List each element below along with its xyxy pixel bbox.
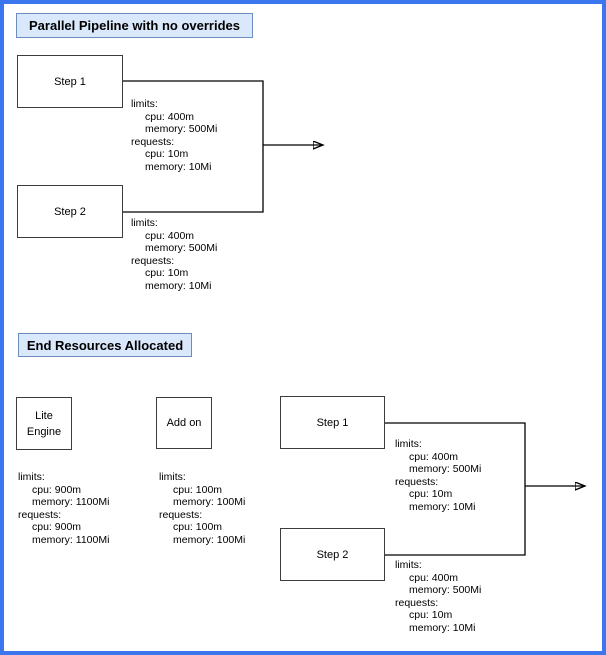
resource-line: memory: 500Mi xyxy=(409,584,482,596)
resource-line: limits: xyxy=(131,98,158,110)
resource-line: memory: 10Mi xyxy=(145,160,212,173)
resource-line: cpu: 400m xyxy=(145,229,195,242)
lite-engine-label-line2: Engine xyxy=(26,425,62,438)
top-step2-resources: limits: cpu: 400m memory: 500Mi requests… xyxy=(131,217,217,292)
top-step1-node: Step 1 xyxy=(17,55,123,108)
resource-line: memory: 1100Mi xyxy=(32,496,110,508)
resource-line: memory: 1100Mi xyxy=(32,533,110,546)
resource-line: cpu: 400m xyxy=(145,110,195,123)
lite-engine-resources: limits: cpu: 900m memory: 1100Mi request… xyxy=(18,471,109,546)
lite-engine-label-line1: Lite xyxy=(35,409,53,422)
resource-line: cpu: 100m xyxy=(173,521,223,533)
resource-line: requests: xyxy=(131,254,175,267)
resource-line: cpu: 10m xyxy=(409,609,453,621)
resource-line: cpu: 10m xyxy=(409,488,453,500)
resource-line: limits: xyxy=(159,471,186,483)
top-step1-resources: limits: cpu: 400m memory: 500Mi requests… xyxy=(131,98,217,173)
resource-line: limits: xyxy=(395,438,422,450)
resource-line: limits: xyxy=(18,471,45,483)
addon-node: Add on xyxy=(156,397,212,449)
bottom-step2-label: Step 2 xyxy=(316,548,349,561)
bottom-step1-node: Step 1 xyxy=(280,396,385,449)
resource-line: limits: xyxy=(131,217,158,229)
resource-line: requests: xyxy=(159,508,203,521)
resource-line: cpu: 400m xyxy=(409,571,459,584)
bottom-step1-label: Step 1 xyxy=(316,416,349,429)
bottom-step1-resources: limits: cpu: 400m memory: 500Mi requests… xyxy=(395,438,481,513)
resource-line: memory: 10Mi xyxy=(409,621,476,634)
lite-engine-node: Lite Engine xyxy=(16,397,72,450)
resource-line: memory: 100Mi xyxy=(173,533,246,546)
resource-line: memory: 100Mi xyxy=(173,496,246,508)
top-step2-node: Step 2 xyxy=(17,185,123,238)
addon-label: Add on xyxy=(166,417,202,429)
section-title-end-resources: End Resources Allocated xyxy=(18,333,192,357)
top-step1-label: Step 1 xyxy=(54,75,86,88)
resource-line: requests: xyxy=(395,475,439,488)
resource-line: memory: 10Mi xyxy=(145,279,212,292)
resource-line: memory: 500Mi xyxy=(409,463,482,475)
resource-line: cpu: 900m xyxy=(32,521,82,533)
resource-line: cpu: 100m xyxy=(173,483,223,496)
resource-line: cpu: 400m xyxy=(409,450,459,463)
resource-line: requests: xyxy=(18,508,62,521)
resource-line: requests: xyxy=(131,135,175,148)
bottom-step2-resources: limits: cpu: 400m memory: 500Mi requests… xyxy=(395,559,481,634)
bottom-step2-node: Step 2 xyxy=(280,528,385,581)
section-title-parallel-pipeline: Parallel Pipeline with no overrides xyxy=(16,13,253,38)
addon-resources: limits: cpu: 100m memory: 100Mi requests… xyxy=(159,471,245,546)
resource-line: limits: xyxy=(395,559,422,571)
resource-line: requests: xyxy=(395,596,439,609)
resource-line: memory: 500Mi xyxy=(145,242,218,254)
resource-line: cpu: 10m xyxy=(145,148,189,160)
resource-line: cpu: 10m xyxy=(145,267,189,279)
resource-line: cpu: 900m xyxy=(32,483,82,496)
resource-line: memory: 500Mi xyxy=(145,123,218,135)
top-step2-label: Step 2 xyxy=(54,205,86,218)
resource-line: memory: 10Mi xyxy=(409,500,476,513)
